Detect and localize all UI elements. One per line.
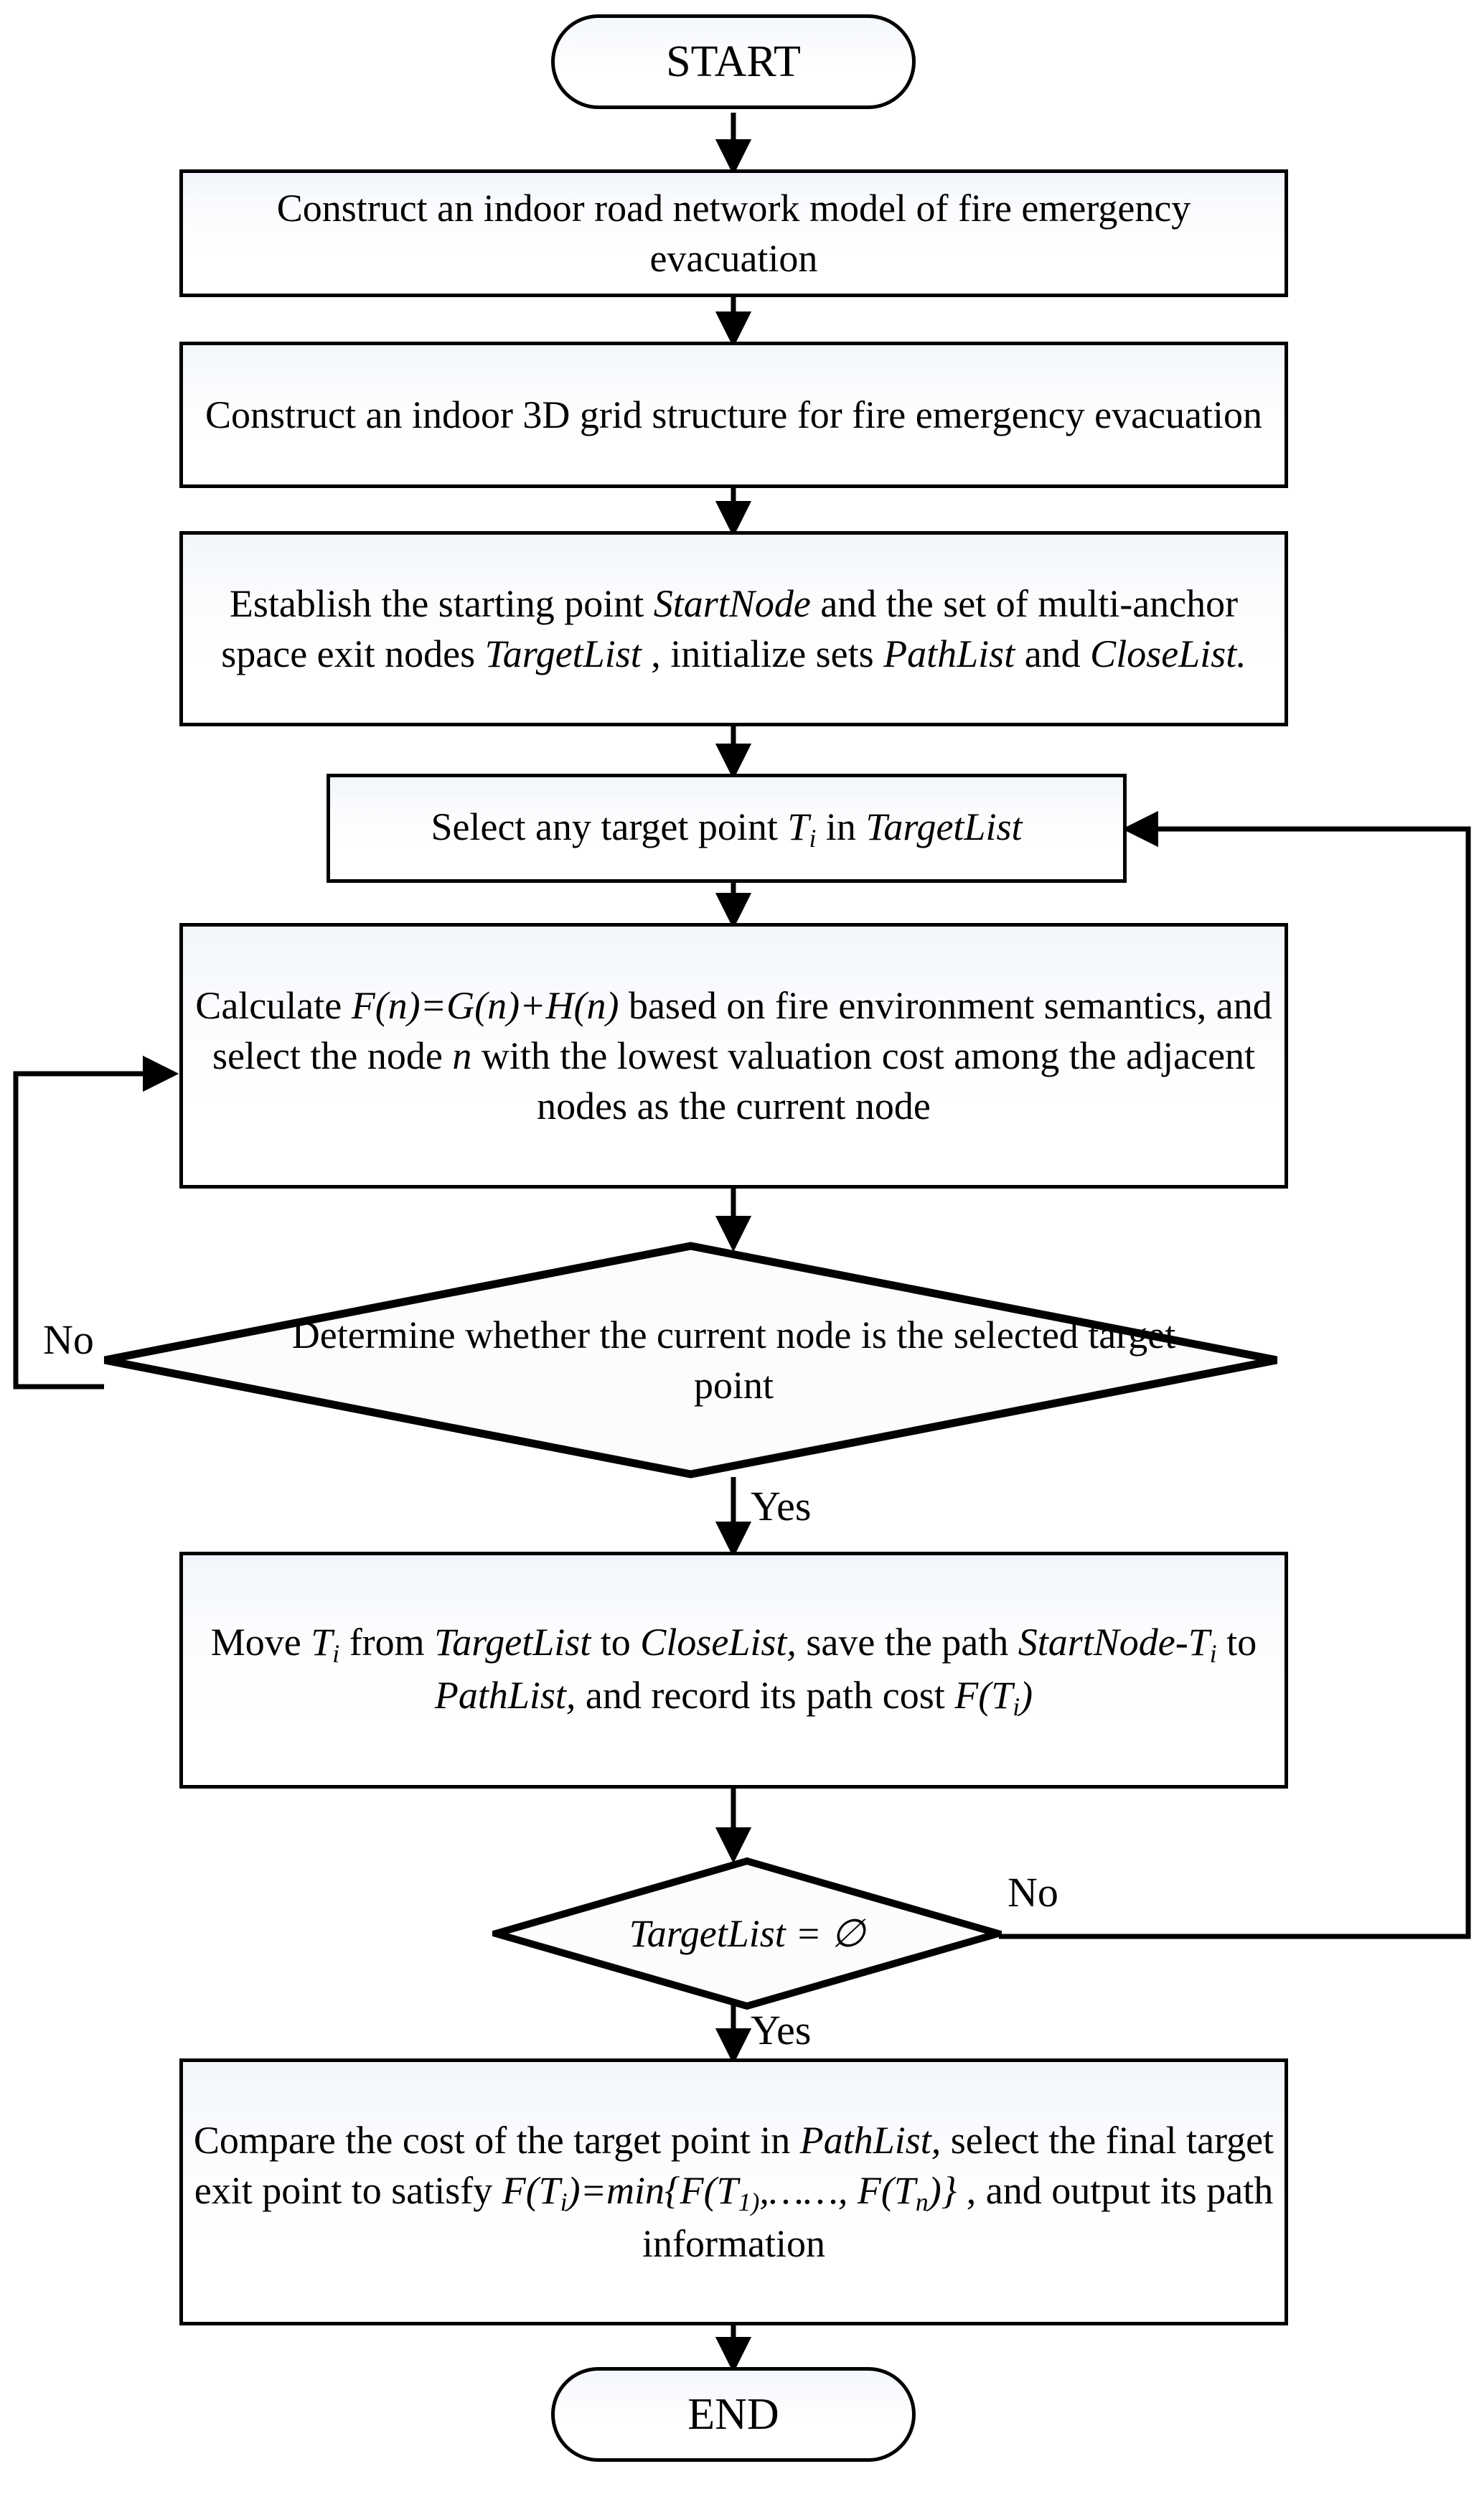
node-select-target-point-label: Select any target point Ti in TargetList — [431, 805, 1023, 853]
node-calculate-fn[interactable]: Calculate F(n)=G(n)+H(n) based on fire e… — [179, 923, 1288, 1189]
node-decision-current-is-target[interactable] — [100, 1242, 1281, 1479]
edge-label-dec1-no: No — [43, 1316, 94, 1363]
node-start-label: START — [666, 37, 801, 86]
node-end[interactable]: END — [551, 2367, 916, 2462]
node-establish-start-and-targets-label: Establish the starting point StartNode a… — [221, 581, 1246, 675]
node-establish-start-and-targets[interactable]: Establish the starting point StartNode a… — [179, 531, 1288, 726]
node-compare-cost-select-exit-label: Compare the cost of the target point in … — [193, 2118, 1274, 2266]
edge-label-dec2-yes: Yes — [751, 2007, 812, 2053]
node-construct-3d-grid[interactable]: Construct an indoor 3D grid structure fo… — [179, 342, 1288, 488]
node-start[interactable]: START — [551, 14, 916, 109]
node-compare-cost-select-exit[interactable]: Compare the cost of the target point in … — [179, 2058, 1288, 2325]
node-decision-targetlist-empty[interactable] — [492, 1857, 1002, 2010]
edge-label-dec1-yes: Yes — [751, 1483, 812, 1529]
node-calculate-fn-label: Calculate F(n)=G(n)+H(n) based on fire e… — [195, 983, 1272, 1128]
node-construct-road-network[interactable]: Construct an indoor road network model o… — [179, 169, 1288, 297]
node-construct-road-network-label: Construct an indoor road network model o… — [276, 186, 1191, 280]
node-construct-3d-grid-label: Construct an indoor 3D grid structure fo… — [205, 393, 1262, 436]
edge-label-dec2-no: No — [1008, 1869, 1058, 1916]
node-move-target-to-closelist-label: Move Ti from TargetList to CloseList, sa… — [210, 1620, 1257, 1721]
node-select-target-point[interactable]: Select any target point Ti in TargetList — [327, 774, 1127, 883]
node-end-label: END — [687, 2389, 779, 2439]
node-move-target-to-closelist[interactable]: Move Ti from TargetList to CloseList, sa… — [179, 1552, 1288, 1789]
